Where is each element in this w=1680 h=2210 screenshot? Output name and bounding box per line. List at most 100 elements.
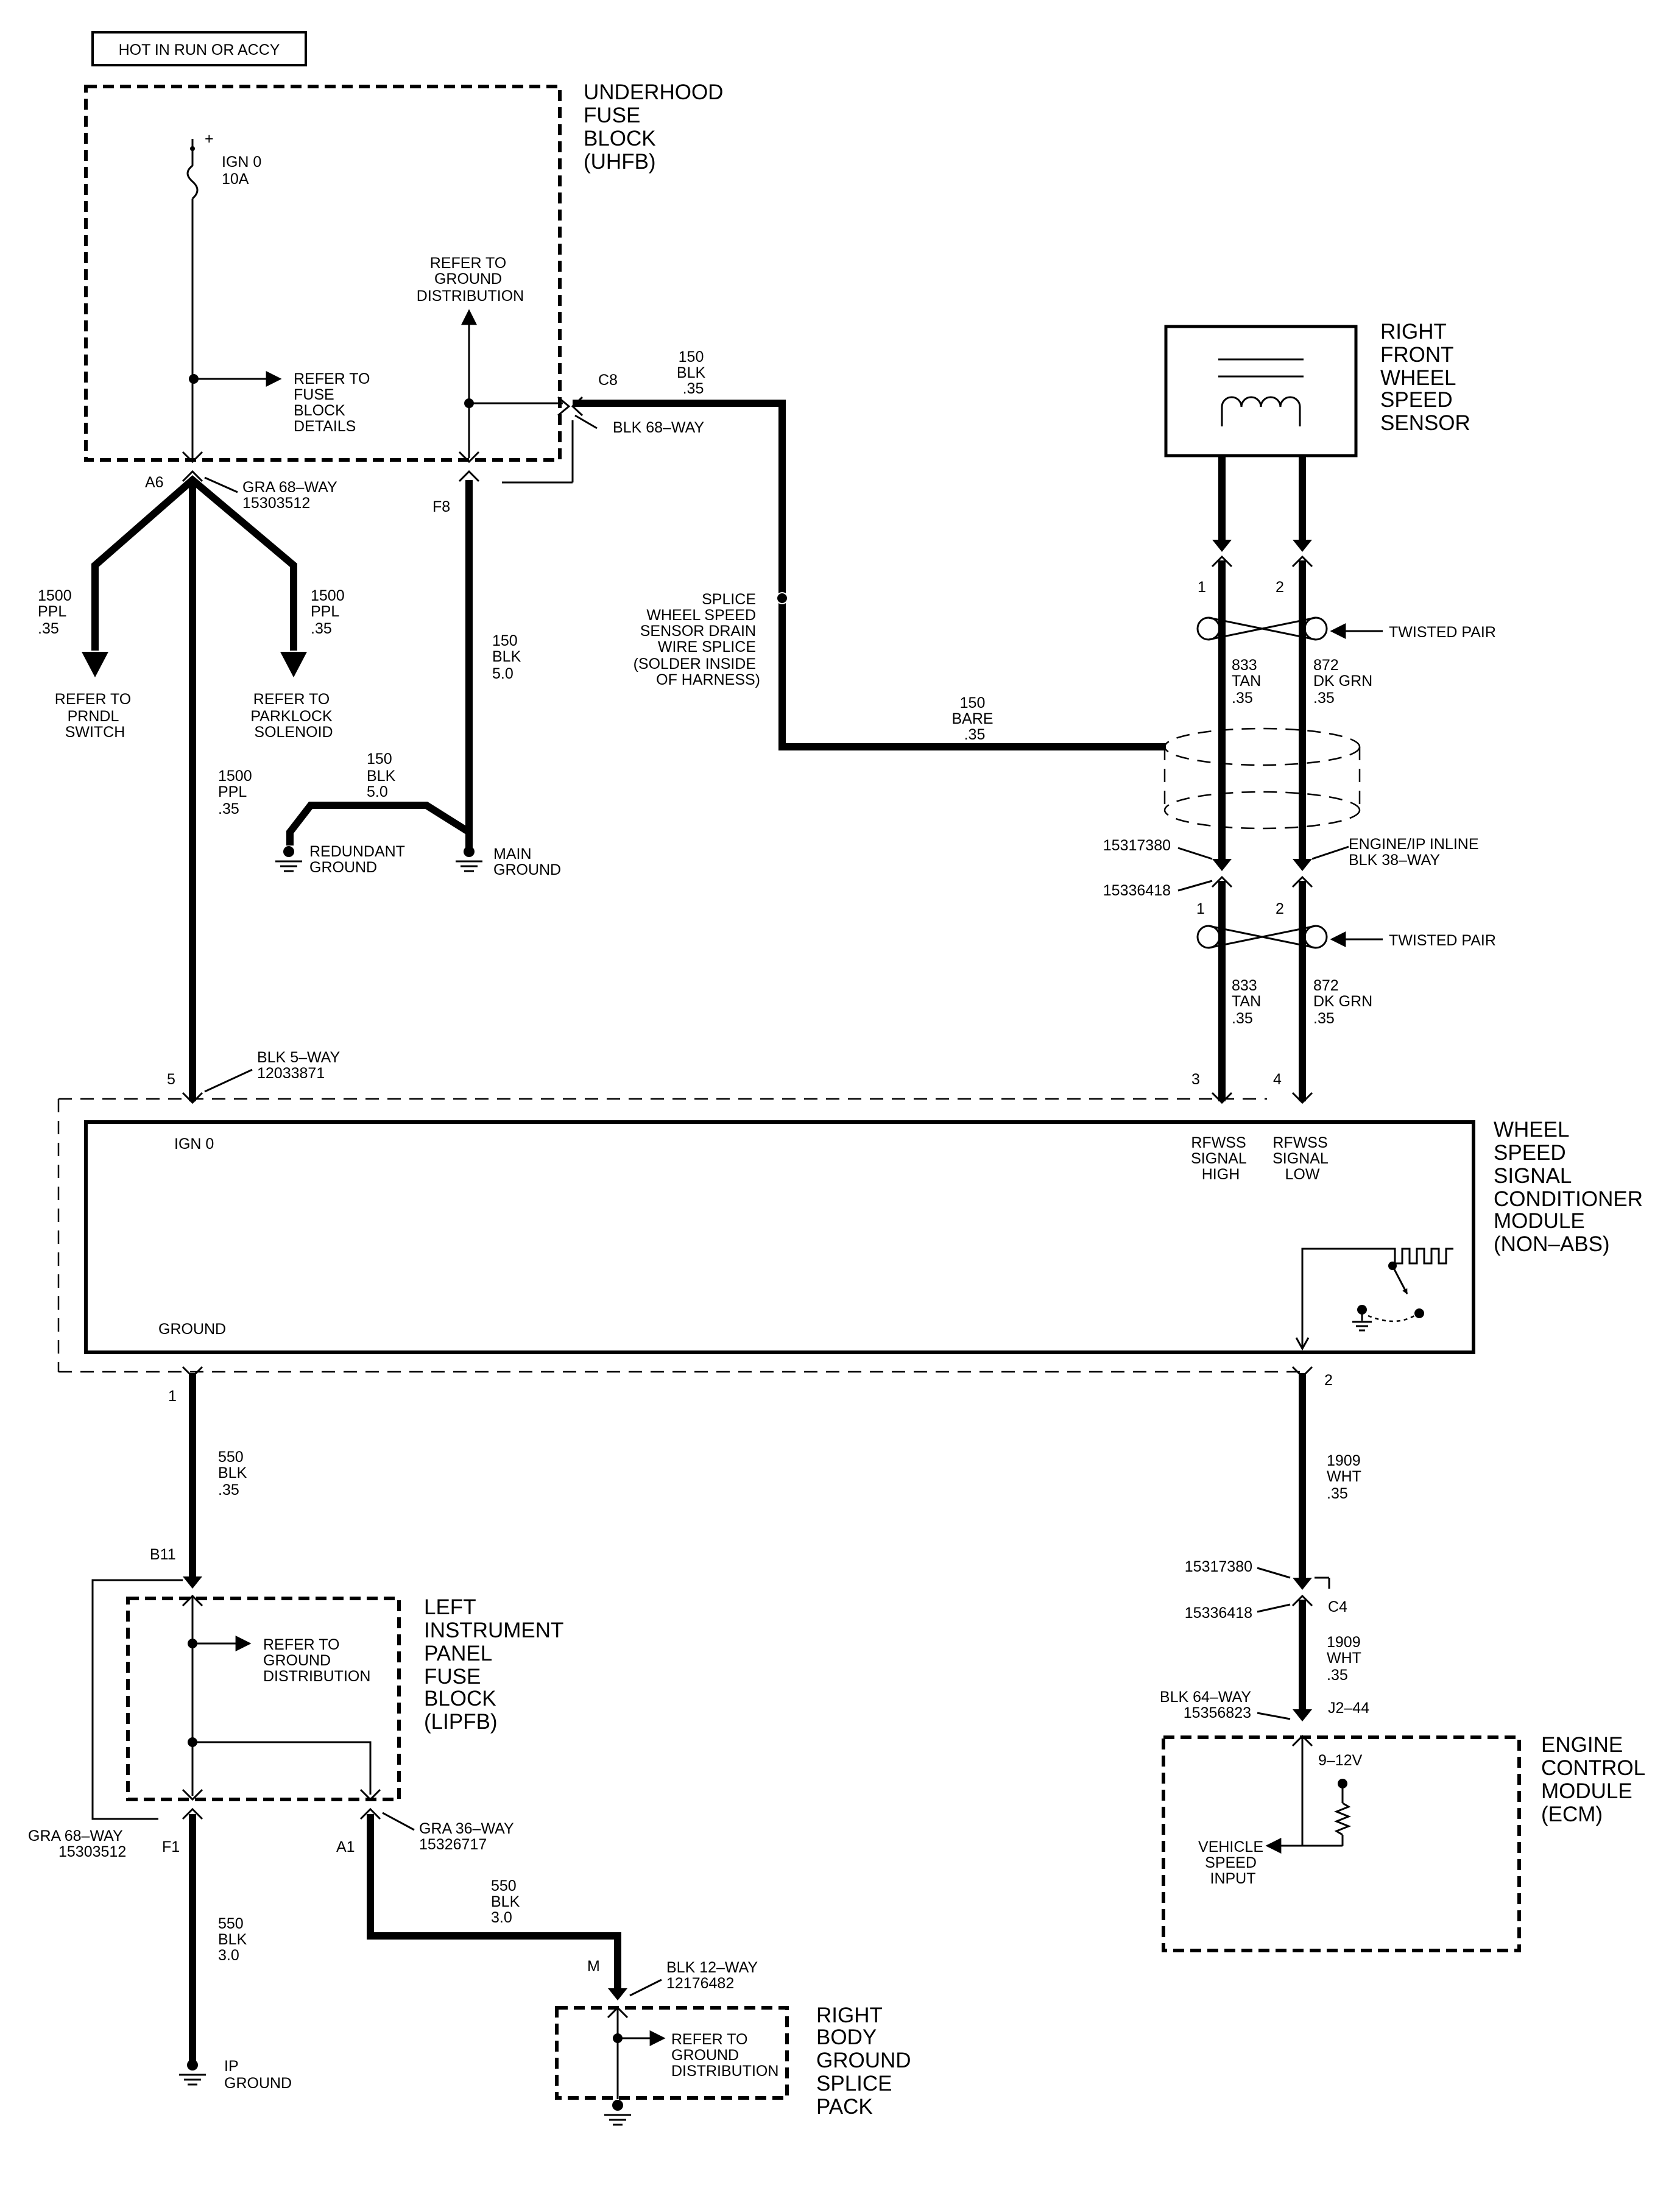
conn-a6-name: GRA 68–WAY	[242, 479, 337, 496]
drain-wire: 150 BLK .35 SPLICE WHEEL SPEED SENSOR DR…	[573, 348, 1166, 750]
lipfb-conn-f1-name: GRA 68–WAY	[28, 1827, 123, 1845]
ecm-vehicle-speed-input: VEHICLE SPEED INPUT	[1198, 1838, 1268, 1887]
rbgsp-conn-part: 12176482	[666, 1975, 734, 1992]
left-instrument-panel-fuse-block: LEFT INSTRUMENT PANEL FUSE BLOCK (LIPFB)…	[28, 1579, 570, 1860]
pin-c8: C8	[598, 372, 618, 389]
ecm-voltage: 9–12V	[1318, 1752, 1363, 1769]
ip-ground-wire: 550 BLK 3.0 IP GROUND	[179, 1814, 292, 2092]
right-body-ground-splice-pack: REFER TO GROUND DISTRIBUTION RIGHT BODY …	[555, 2003, 917, 2126]
underhood-fuse-block: UNDERHOOD FUSE BLOCK (UHFB) + IGN 0 10A …	[84, 80, 729, 515]
module-pin-2: 2	[1324, 1372, 1333, 1389]
wire-blk-f1: 550 BLK 3.0	[218, 1915, 251, 1964]
module-rfwss-low: RFWSS SIGNAL LOW	[1272, 1134, 1332, 1183]
lipfb-refer-ground: REFER TO GROUND DISTRIBUTION	[263, 1636, 370, 1685]
module-conn-name: BLK 5–WAY	[257, 1049, 340, 1066]
inline-connector-name: ENGINE/IP INLINE BLK 38–WAY	[1349, 836, 1483, 869]
ecm-part-bottom: 15336418	[1185, 1605, 1252, 1622]
sensor-pin-1: 1	[1198, 579, 1206, 596]
twisted-pair-lower: TWISTED PAIR	[1389, 932, 1496, 949]
header-box: HOT IN RUN OR ACCY	[91, 31, 307, 66]
dest-prndl: REFER TO PRNDL SWITCH	[55, 691, 135, 741]
ppl-wires: 1500 PPL .35 1500 PPL .35 1500 PPL .35 R…	[38, 475, 349, 1101]
fuse-icon	[186, 164, 199, 200]
module-pin-1: 1	[168, 1388, 177, 1405]
ground-wires: 150 BLK 5.0 150 BLK 5.0 REDUNDANT GROUND…	[275, 480, 561, 878]
module-ground: GROUND	[158, 1321, 226, 1338]
wire-bare: 150 BARE .35	[951, 694, 997, 743]
module-rfwss-high: RFWSS SIGNAL HIGH	[1191, 1134, 1251, 1183]
fuse-rating: 10A	[222, 171, 249, 188]
pin-f8: F8	[432, 498, 450, 515]
coil-icon	[1221, 396, 1301, 426]
rbgsp-title: RIGHT BODY GROUND SPLICE PACK	[816, 2003, 917, 2119]
inline-pin-1: 1	[1196, 900, 1205, 917]
module-pin-5: 5	[167, 1071, 175, 1088]
lipfb-conn-f1-part: 15303512	[58, 1843, 126, 1860]
resistor-icon	[1333, 1802, 1352, 1836]
conn-a6-part: 15303512	[242, 495, 310, 512]
conn-c8-name: BLK 68–WAY	[613, 419, 704, 436]
lipfb-title: LEFT INSTRUMENT PANEL FUSE BLOCK (LIPFB)	[424, 1595, 570, 1734]
lipfb-conn-a1-name: GRA 36–WAY	[419, 1820, 514, 1837]
output-switch-icon	[1295, 1248, 1453, 1351]
engine-control-module: ENGINE CONTROL MODULE (ECM) 9–12V VEHICL…	[1162, 1733, 1651, 1952]
module-title: WHEEL SPEED SIGNAL CONDITIONER MODULE (N…	[1494, 1118, 1649, 1256]
module-pin-3: 3	[1191, 1071, 1200, 1088]
lipfb-feed-wire: 550 BLK .35 B11	[150, 1373, 251, 1589]
uhfb-title: UNDERHOOD FUSE BLOCK (UHFB)	[584, 80, 729, 174]
pin-b11: B11	[150, 1546, 176, 1563]
ecm-conn-part: 15356823	[1184, 1704, 1251, 1721]
inline-part-bottom: 15336418	[1103, 882, 1171, 899]
splice-point	[777, 593, 787, 603]
refer-fuse-block-details: REFER TO FUSE BLOCK DETAILS	[294, 370, 374, 435]
shield-icon	[1163, 727, 1361, 830]
wheel-speed-signal-conditioner-module: WHEEL SPEED SIGNAL CONDITIONER MODULE (N…	[57, 1049, 1649, 1405]
wire-wht-upper: 1909 WHT .35	[1327, 1452, 1365, 1502]
lipfb-conn-a1-part: 15326717	[419, 1836, 487, 1853]
ecm-conn-name: BLK 64–WAY	[1160, 1689, 1251, 1706]
wire-tan-upper: 833 TAN .35	[1232, 657, 1265, 707]
redundant-ground-label: REDUNDANT GROUND	[309, 843, 409, 876]
wire-blk-redundant: 150 BLK 5.0	[367, 750, 400, 800]
rbgsp-refer-ground: REFER TO GROUND DISTRIBUTION	[671, 2031, 778, 2080]
wire-ppl-main: 1500 PPL .35	[218, 768, 256, 817]
twisted-pair-upper: TWISTED PAIR	[1389, 624, 1496, 641]
pin-m: M	[587, 1958, 600, 1975]
wire-tan-lower: 833 TAN .35	[1232, 977, 1265, 1027]
wire-blk-f8: 150 BLK 5.0	[492, 632, 525, 682]
rbgsp-conn-name: BLK 12–WAY	[666, 1959, 758, 1976]
sensor-wires: 1 2 TWISTED PAIR 833 TAN .35 872 DK GRN …	[1103, 456, 1496, 1101]
body-ground-wire: 550 BLK 3.0 M BLK 12–WAY 12176482	[367, 1814, 758, 2000]
ecm-title: ENGINE CONTROL MODULE (ECM)	[1541, 1733, 1651, 1826]
wire-grn-upper: 872 DK GRN .35	[1313, 657, 1377, 707]
splice-label: SPLICE WHEEL SPEED SENSOR DRAIN WIRE SPL…	[634, 591, 760, 688]
wire-grn-lower: 872 DK GRN .35	[1313, 977, 1377, 1027]
pin-c4: C4	[1328, 1598, 1347, 1615]
wire-blk-a1: 550 BLK 3.0	[491, 1877, 524, 1926]
sensor-title: RIGHT FRONT WHEEL SPEED SENSOR	[1380, 320, 1470, 435]
ip-ground-label: IP GROUND	[224, 2058, 292, 2092]
pin-j2-44: J2–44	[1328, 1700, 1369, 1717]
dest-parklock: REFER TO PARKLOCK SOLENOID	[250, 691, 336, 741]
inline-pin-2: 2	[1276, 900, 1284, 917]
twisted-pair-icon	[1196, 616, 1328, 641]
twisted-pair-icon-lower	[1196, 925, 1328, 949]
uhfb-refer-ground: REFER TO GROUND DISTRIBUTION	[417, 255, 524, 305]
wire-ppl-right: 1500 PPL .35	[311, 587, 349, 637]
main-ground-label: MAIN GROUND	[493, 846, 561, 878]
module-ign: IGN 0	[174, 1135, 214, 1153]
sensor-pin-2: 2	[1276, 579, 1284, 596]
fuse-plus: +	[205, 130, 214, 147]
vehicle-speed-wire: 1909 WHT .35 15317380 15336418 C4 1909 W…	[1160, 1373, 1369, 1721]
pin-f1: F1	[162, 1838, 180, 1855]
wheel-speed-sensor: RIGHT FRONT WHEEL SPEED SENSOR	[1164, 320, 1470, 457]
inline-part-top: 15317380	[1103, 837, 1171, 854]
fuse-name: IGN 0	[222, 154, 261, 171]
wire-blk-ground: 550 BLK .35	[218, 1449, 251, 1499]
header-label: HOT IN RUN OR ACCY	[119, 41, 280, 58]
module-pin-4: 4	[1273, 1071, 1282, 1088]
module-conn-part: 12033871	[257, 1065, 325, 1082]
wire-ppl-left: 1500 PPL .35	[38, 587, 76, 637]
ecm-part-top: 15317380	[1185, 1558, 1252, 1575]
